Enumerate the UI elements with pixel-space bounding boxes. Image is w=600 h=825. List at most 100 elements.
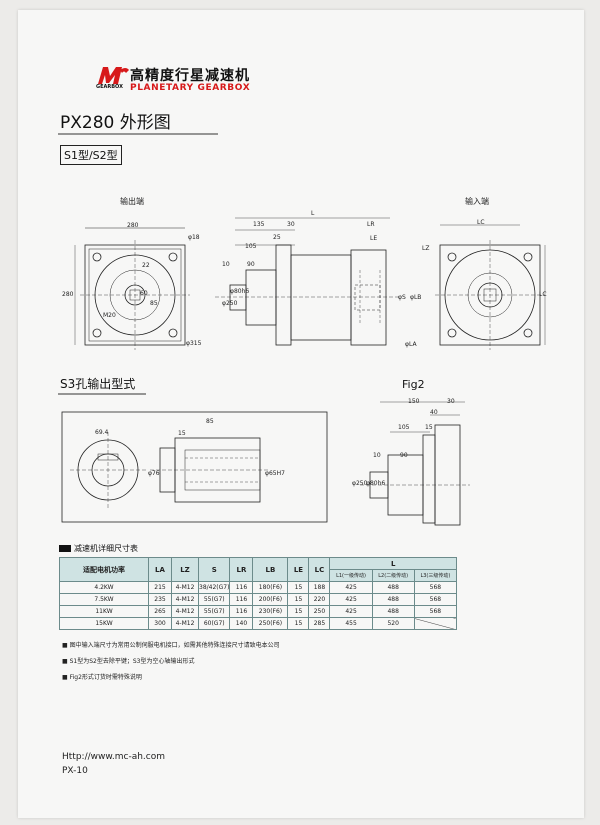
dim-front-m20: M20 (103, 312, 116, 319)
fig2-title: Fig2 (402, 378, 425, 391)
note-1-text: 图中输入端尺寸为常用公制伺服电机接口，如需其他特殊连接尺寸请致电本公司 (69, 642, 280, 649)
dim-front-85: 85 (150, 300, 158, 307)
dim-side-90: 90 (247, 261, 255, 268)
dim-side-LE: LE (370, 235, 378, 242)
cell: 180(F6) (252, 581, 289, 594)
cell: 4-M12 (171, 605, 199, 618)
table-header-row: 适配电机功率 LA LZ S LR LB LE LC L (59, 557, 457, 582)
dim-side-30: 30 (287, 221, 295, 228)
table-title-marker (59, 545, 71, 552)
dim-front-22: 22 (142, 262, 150, 269)
note-3: ■ Fig2形式订货时需特殊说明 (62, 674, 142, 681)
dim-s3-15: 15 (178, 430, 186, 437)
cell: 60(G7) (197, 617, 231, 630)
cell: 4-M12 (171, 581, 199, 594)
cell: 285 (308, 617, 331, 630)
dim-side-10: 10 (222, 261, 230, 268)
cell: 568 (413, 593, 458, 606)
cell: 55(G7) (197, 605, 231, 618)
header-L: L (329, 557, 457, 570)
title-underline (58, 133, 218, 135)
cell: 250 (308, 605, 331, 618)
dim-side-phi80: φ80h6 (230, 288, 250, 295)
header-LR: LR (229, 557, 254, 582)
type-tag: S1型/S2型 (60, 145, 122, 165)
dim-side-25: 25 (273, 234, 281, 241)
dim-s3-phi76: φ76 (148, 470, 160, 477)
header-LB: LB (252, 557, 289, 582)
cell: 15KW (59, 617, 149, 630)
cell: 425 (329, 581, 373, 594)
dim-s3-phi65: φ65H7 (265, 470, 285, 477)
cell: 38/42(G7) (197, 581, 231, 594)
dim-fig2-10: 10 (373, 452, 381, 459)
header-motor-power: 适配电机功率 (59, 557, 149, 582)
cell: 568 (413, 605, 458, 618)
dim-fig2-150: 150 (408, 398, 420, 405)
cell: 455 (329, 617, 373, 630)
logo-chinese: 高精度行星减速机 (130, 68, 250, 84)
dim-fig2-105: 105 (398, 424, 410, 431)
note-2-text: S1型为S2型去除平键；S3型为空心轴输出形式 (69, 658, 195, 665)
note-3-text: Fig2形式订货时需特殊说明 (69, 674, 142, 681)
cell: 215 (148, 581, 172, 594)
dim-fig2-phi250: φ250 (352, 480, 368, 487)
subheader-L3: L3(三级传动) (413, 569, 458, 582)
output-end-view (74, 227, 190, 350)
dim-fig2-40: 40 (430, 409, 438, 416)
note-1: ■ 图中输入端尺寸为常用公制伺服电机接口，如需其他特殊连接尺寸请致电本公司 (62, 642, 280, 649)
cell: 488 (371, 605, 415, 618)
dim-front-60: 60 (140, 290, 148, 297)
cell: 15 (287, 593, 310, 606)
header-LZ: LZ (171, 557, 199, 582)
dim-fig2-90: 90 (400, 452, 408, 459)
cell: 230(F6) (252, 605, 289, 618)
cell: 116 (229, 605, 254, 618)
table-title: 减速机详细尺寸表 (74, 544, 138, 553)
cell: 568 (413, 581, 458, 594)
dim-input-LZ: LZ (422, 245, 430, 252)
page-number: PX-10 (62, 766, 88, 776)
footer-url[interactable]: Http://www.mc-ah.com (62, 752, 166, 762)
header-S: S (197, 557, 231, 582)
cell: 300 (148, 617, 172, 630)
cell: 7.5KW (59, 593, 149, 606)
logo-english: PLANETARY GEARBOX (130, 83, 251, 93)
s3-drawing (61, 411, 328, 523)
dim-fig2-phi80: φ80h6 (366, 480, 386, 487)
dim-s3-85: 85 (206, 418, 214, 425)
dim-side-105: 105 (245, 243, 257, 250)
cell: 250(F6) (252, 617, 289, 630)
cell: 11KW (59, 605, 149, 618)
cell: 4-M12 (171, 593, 199, 606)
output-end-label: 输出端 (120, 197, 144, 206)
dim-front-phi315: φ315 (186, 340, 202, 347)
empty-cell-slash (413, 617, 458, 630)
dim-fig2-15: 15 (425, 424, 433, 431)
dim-side-L: L (311, 210, 315, 217)
brand-logo (98, 67, 129, 84)
cell: 116 (229, 593, 254, 606)
cell: 200(F6) (252, 593, 289, 606)
dim-front-280: 280 (127, 222, 139, 229)
cell: 188 (308, 581, 331, 594)
cell: 15 (287, 581, 310, 594)
cell: 4.2KW (59, 581, 149, 594)
cell: 488 (371, 593, 415, 606)
dim-input-LC: LC (477, 219, 485, 226)
s3-underline (58, 393, 146, 395)
cell: 220 (308, 593, 331, 606)
cell: 4-M12 (171, 617, 199, 630)
fig2-drawing (360, 401, 470, 526)
header-LE: LE (287, 557, 310, 582)
catalog-page (18, 10, 584, 818)
cell: 55(G7) (197, 593, 231, 606)
cell: 425 (329, 593, 373, 606)
input-end-view (435, 224, 546, 350)
cell: 265 (148, 605, 172, 618)
dim-input-LC-vert: LC (539, 291, 547, 298)
